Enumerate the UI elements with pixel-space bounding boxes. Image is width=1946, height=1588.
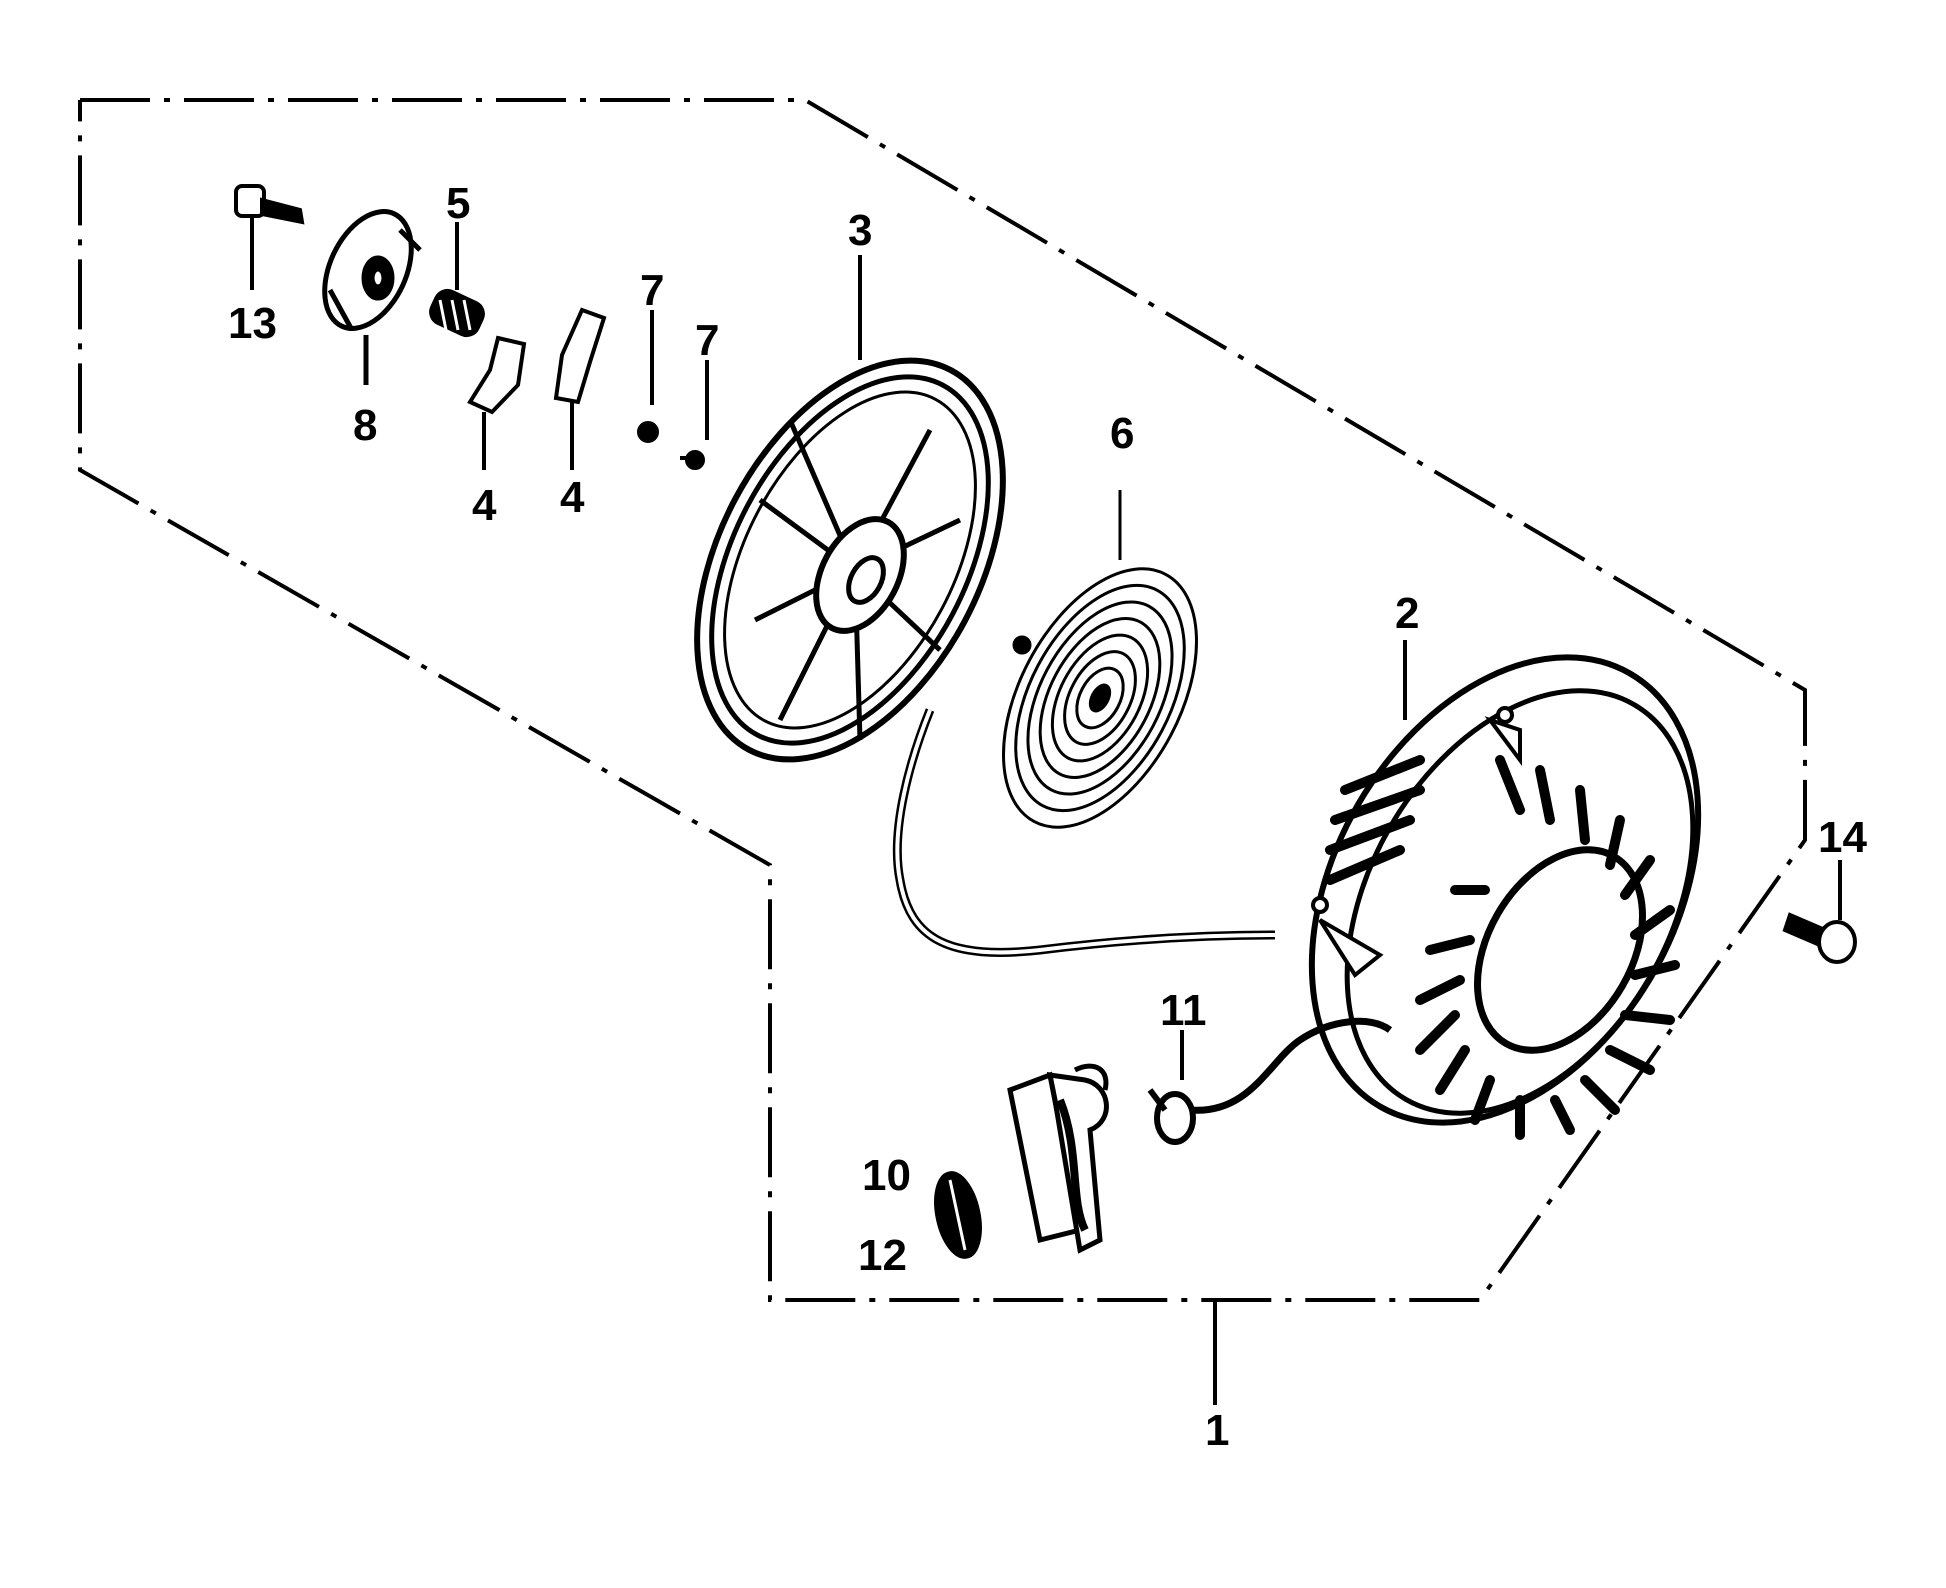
callout-3: 3 — [848, 206, 872, 255]
return-spring-6-part — [1002, 490, 1198, 829]
callout-7b: 7 — [695, 316, 719, 365]
bolt-14-part — [1782, 860, 1857, 964]
bolt-13-part — [234, 184, 305, 290]
callout-4b: 4 — [560, 473, 585, 522]
starter-grip-10-part — [1007, 1063, 1109, 1254]
callout-14: 14 — [1818, 813, 1867, 862]
fastener-7b-part — [680, 360, 709, 470]
friction-plate-8-part — [322, 209, 422, 385]
grip-insert-12-part — [934, 1171, 982, 1259]
starter-rope — [892, 708, 1276, 957]
rope-knot-11-part — [1147, 1017, 1393, 1145]
callout-7a: 7 — [640, 266, 664, 315]
callout-10: 10 — [862, 1151, 911, 1200]
ratchet-4b-part — [553, 307, 607, 470]
ratchet-4a-part — [467, 335, 527, 470]
callout-6: 6 — [1110, 409, 1134, 458]
callout-5: 5 — [446, 179, 470, 228]
fastener-7a-part — [637, 310, 659, 443]
callout-4a: 4 — [472, 481, 497, 530]
callout-8: 8 — [353, 401, 377, 450]
callout-2: 2 — [1395, 589, 1419, 638]
assembly-boundary-line — [78, 98, 1807, 1302]
callout-13: 13 — [228, 299, 277, 348]
callout-11: 11 — [1160, 986, 1207, 1035]
callout-12: 12 — [858, 1231, 907, 1280]
callout-1: 1 — [1205, 1406, 1229, 1455]
reel-3-part — [694, 255, 1006, 763]
starter-case-2-part — [1308, 640, 1702, 1140]
spring-5-part — [429, 222, 485, 338]
